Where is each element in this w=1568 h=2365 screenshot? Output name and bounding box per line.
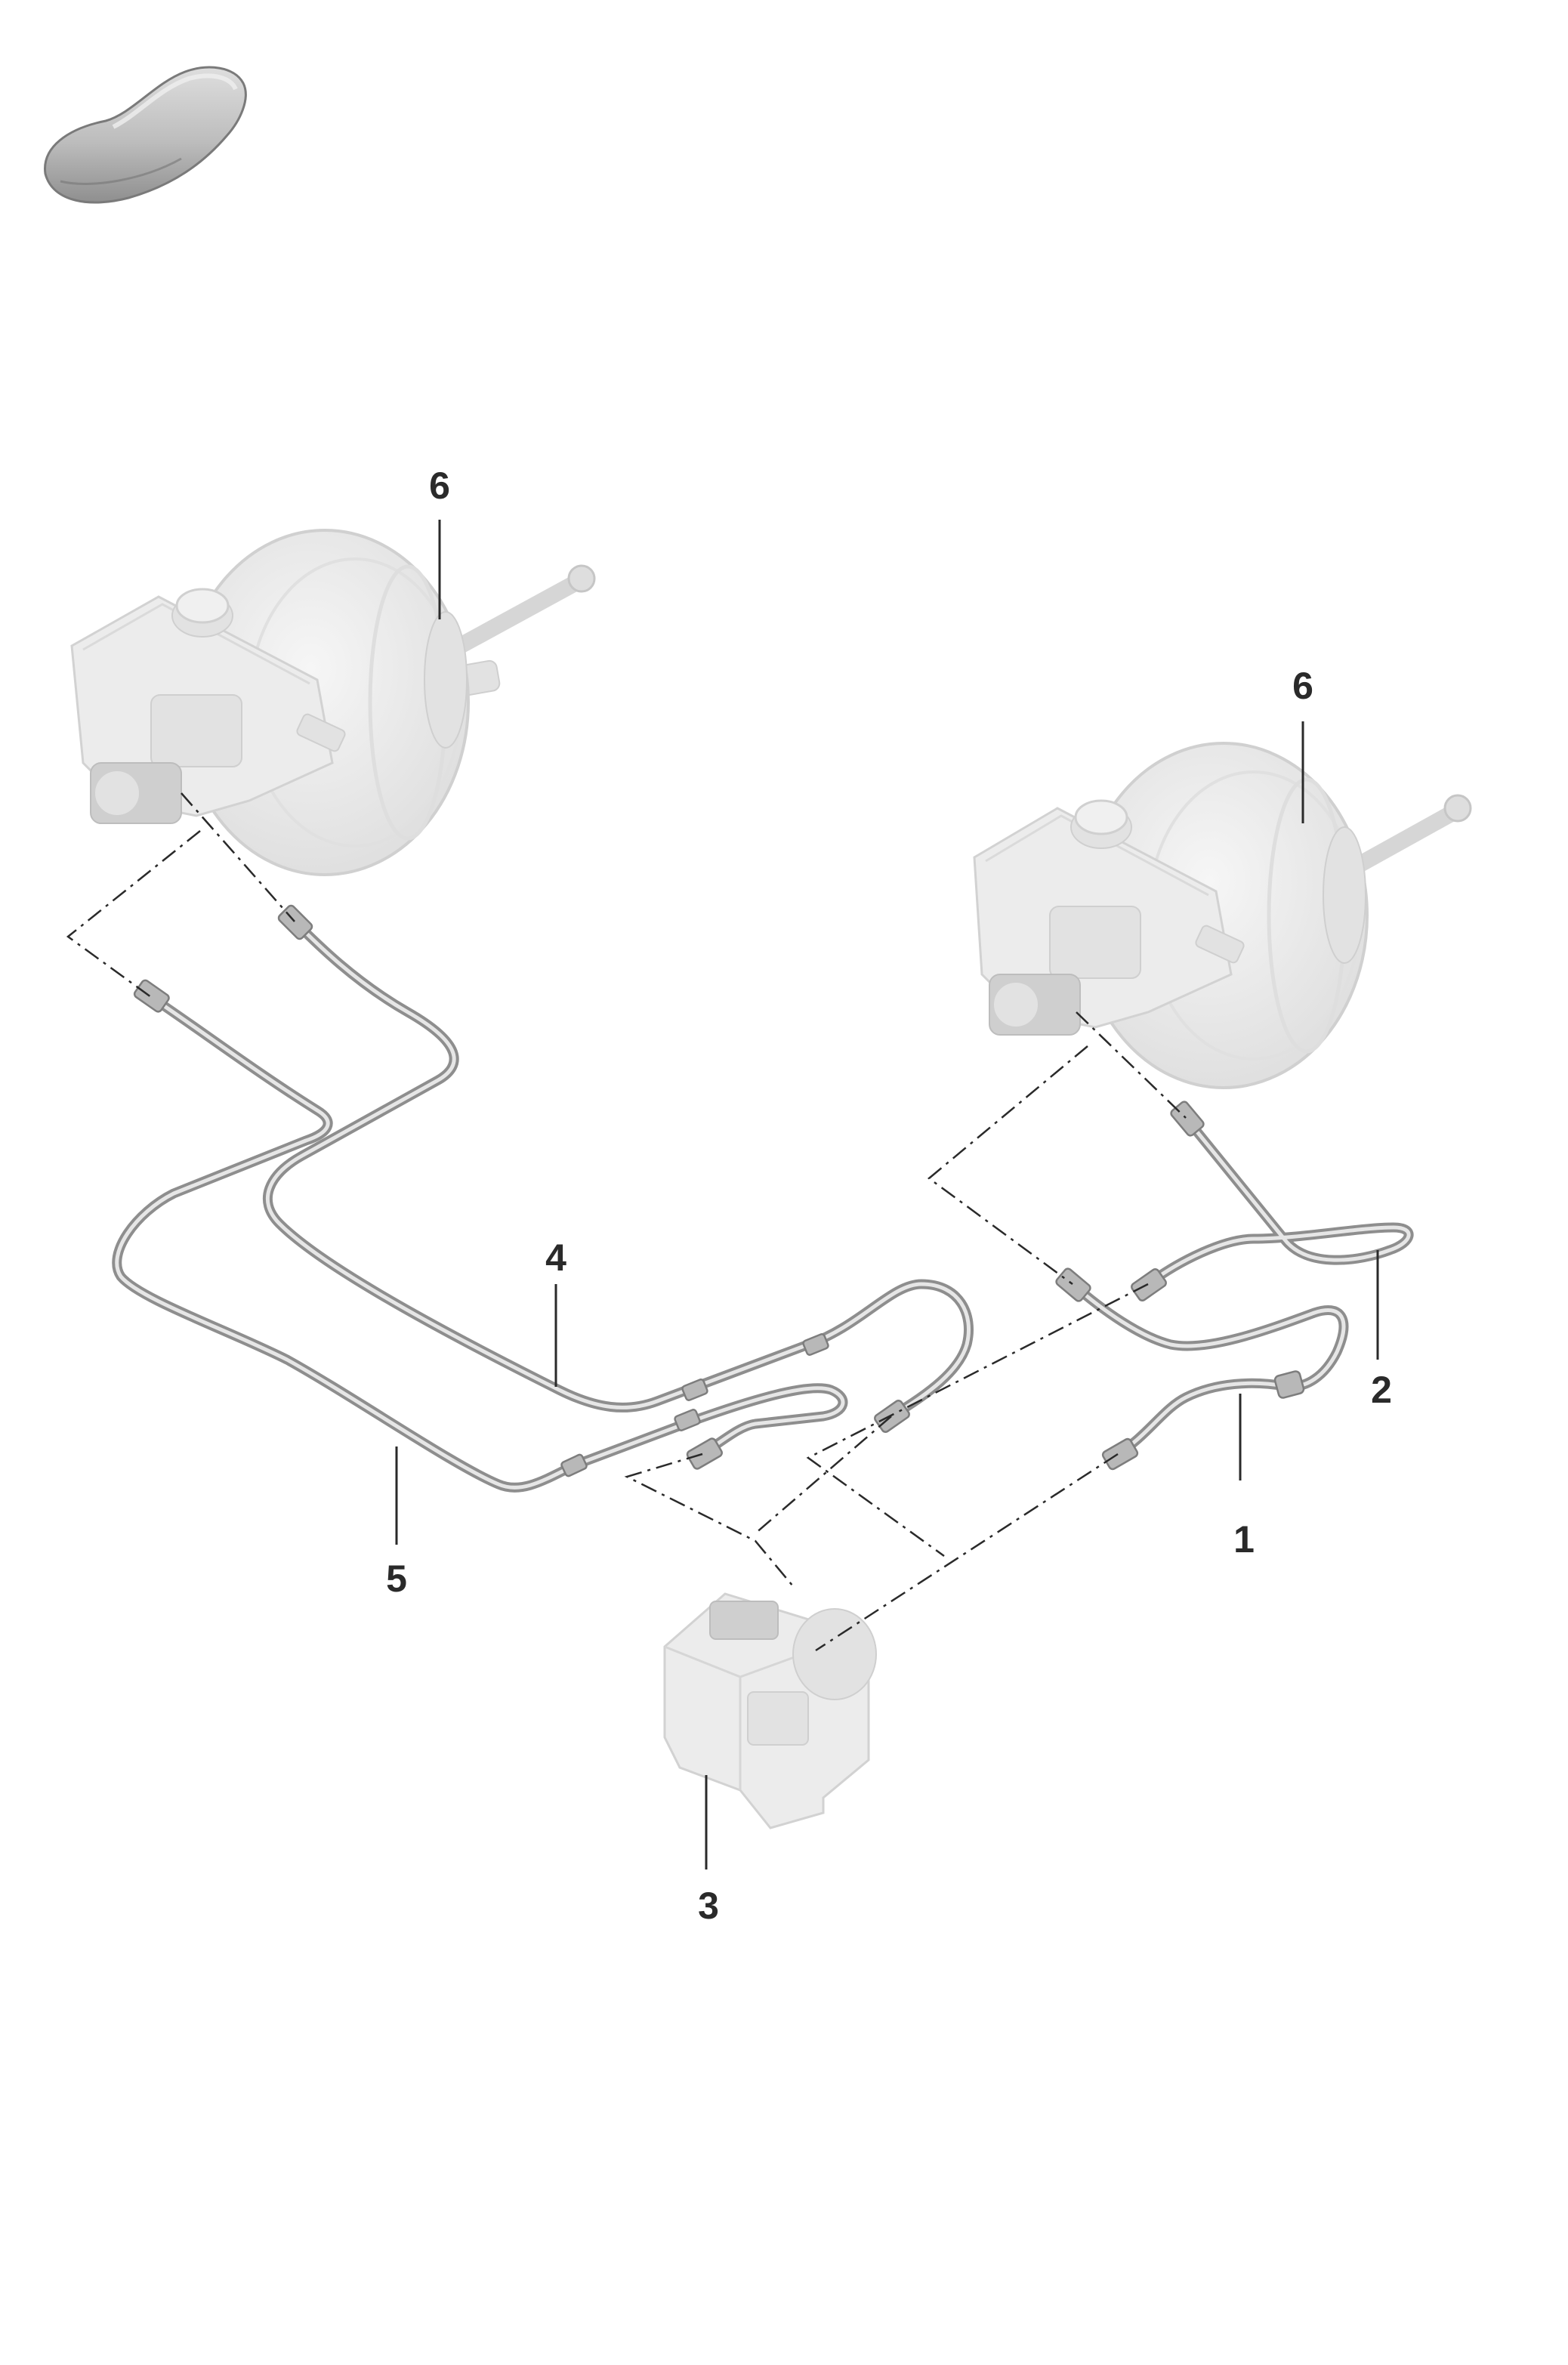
brake-line-4: [262, 904, 974, 1433]
assembly-guide-lines: [66, 792, 1187, 1652]
car-silhouette-icon: [44, 66, 247, 204]
brake-line-5: [112, 979, 848, 1493]
callout-3: 3: [698, 1885, 719, 1927]
brake-booster-left: [70, 529, 596, 876]
leader-lines: [395, 520, 1379, 1869]
callout-4: 4: [545, 1237, 566, 1279]
callout-1: 1: [1233, 1518, 1255, 1561]
brake-booster-right: [973, 742, 1472, 1089]
callout-2: 2: [1371, 1369, 1392, 1411]
callout-6-left: 6: [429, 465, 450, 507]
brake-line-1: [1055, 1267, 1349, 1471]
brake-line-2: [1131, 1101, 1414, 1301]
callout-5: 5: [386, 1558, 407, 1600]
abs-hydraulic-unit: [663, 1592, 877, 1829]
callout-6-right: 6: [1292, 665, 1313, 707]
